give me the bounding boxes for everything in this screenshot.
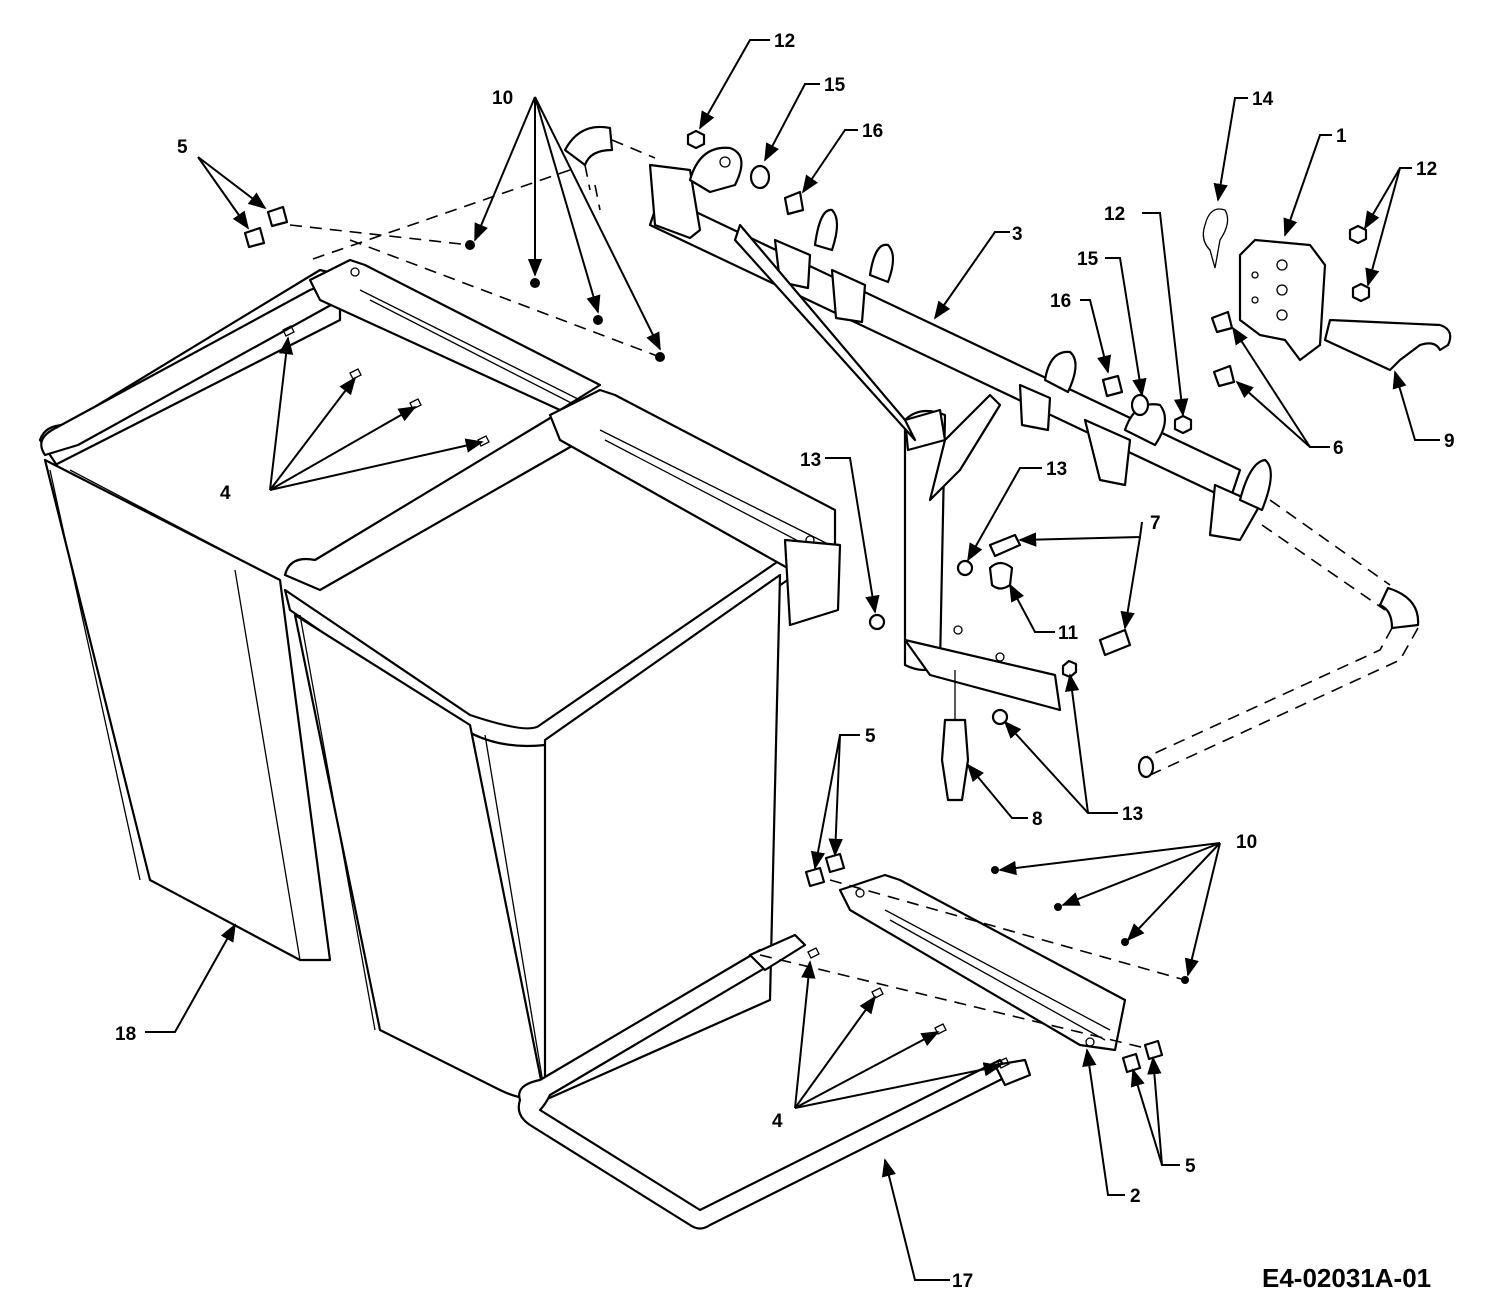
callout-13: 13 <box>800 450 821 471</box>
callout-15: 15 <box>824 75 846 96</box>
assembly-lines <box>289 224 1186 1049</box>
washer-icon <box>749 164 771 190</box>
hitch-plate-icon <box>1238 238 1327 362</box>
callout-4: 4 <box>220 483 231 504</box>
callout-5: 5 <box>865 726 876 747</box>
bolt-icon <box>1121 1052 1142 1074</box>
nut-icon <box>868 613 886 631</box>
washer-icon <box>1130 393 1150 417</box>
bolt-icon <box>1143 1039 1164 1061</box>
callout-2: 2 <box>1130 1186 1141 1207</box>
nut-icon <box>1348 224 1368 245</box>
push-nut-icon <box>593 315 603 325</box>
callout-12: 12 <box>774 31 795 52</box>
nut-icon <box>1061 659 1078 679</box>
callout-11: 11 <box>1058 623 1079 644</box>
upper-rail-left <box>308 258 602 412</box>
nut-icon <box>956 559 974 577</box>
bolt-icon <box>266 205 289 228</box>
frame-loop-outline <box>309 125 1420 779</box>
bolt-icon <box>1210 310 1234 334</box>
callout-labels: 12 15 16 10 5 14 1 12 12 3 15 16 6 9 4 1… <box>115 31 1455 1293</box>
hairpin-clip-icon <box>1202 208 1229 269</box>
bolt-icon <box>804 866 826 888</box>
callout-10: 10 <box>1236 832 1257 853</box>
callout-14: 14 <box>1252 89 1274 110</box>
hitch-pin-icon <box>1323 318 1452 372</box>
bolt-icon <box>1212 364 1236 388</box>
diagram-code: E4-02031A-01 <box>1262 1263 1431 1293</box>
callout-3: 3 <box>1012 224 1023 245</box>
callout-18: 18 <box>115 1024 136 1045</box>
callout-7: 7 <box>1150 513 1161 534</box>
callout-10: 10 <box>492 88 513 109</box>
bolt-icon <box>243 226 266 249</box>
push-nut-icon <box>530 278 540 288</box>
rivet-icon <box>409 398 422 410</box>
rivet-icon <box>871 987 884 999</box>
rivet-icon <box>282 325 295 337</box>
callout-5: 5 <box>177 137 188 158</box>
callout-15: 15 <box>1077 249 1099 270</box>
nut-icon <box>1173 414 1193 435</box>
grass-bag-front <box>283 398 797 1102</box>
callout-1: 1 <box>1336 126 1347 147</box>
callout-17: 17 <box>952 1271 973 1292</box>
pivot-pin-icon <box>940 718 970 802</box>
leader-lines <box>145 39 1440 1281</box>
rivet-icon <box>477 435 490 447</box>
upper-rail-right <box>548 388 842 627</box>
callout-12: 12 <box>1416 159 1437 180</box>
callout-4: 4 <box>772 1111 783 1132</box>
callout-9: 9 <box>1444 431 1455 452</box>
callout-8: 8 <box>1032 809 1043 830</box>
bolt-icon <box>783 190 805 216</box>
rivet-icon <box>349 368 362 380</box>
bolt-icon <box>1101 374 1124 398</box>
push-nut-icon <box>991 866 999 874</box>
callout-13: 13 <box>1046 459 1067 480</box>
callout-16: 16 <box>862 121 883 142</box>
bolt-icon <box>988 533 1022 558</box>
bolt-icon <box>824 852 846 874</box>
nut-icon <box>991 708 1009 726</box>
spacer-icon <box>988 561 1014 590</box>
callout-6: 6 <box>1333 438 1344 459</box>
lower-rail <box>838 873 1127 1052</box>
nut-icon <box>1351 282 1371 303</box>
callout-5: 5 <box>1185 1156 1196 1177</box>
callout-13: 13 <box>1122 804 1143 825</box>
bolt-icon <box>1098 628 1132 657</box>
nut-icon <box>686 129 706 150</box>
callout-16: 16 <box>1050 291 1071 312</box>
cross-bar-assembly <box>648 146 1272 712</box>
rivet-icon <box>807 947 820 959</box>
grass-bag-rear <box>38 268 342 962</box>
u-frame <box>517 933 1032 1230</box>
push-nut-icon <box>1054 903 1062 911</box>
callout-12: 12 <box>1104 204 1125 225</box>
